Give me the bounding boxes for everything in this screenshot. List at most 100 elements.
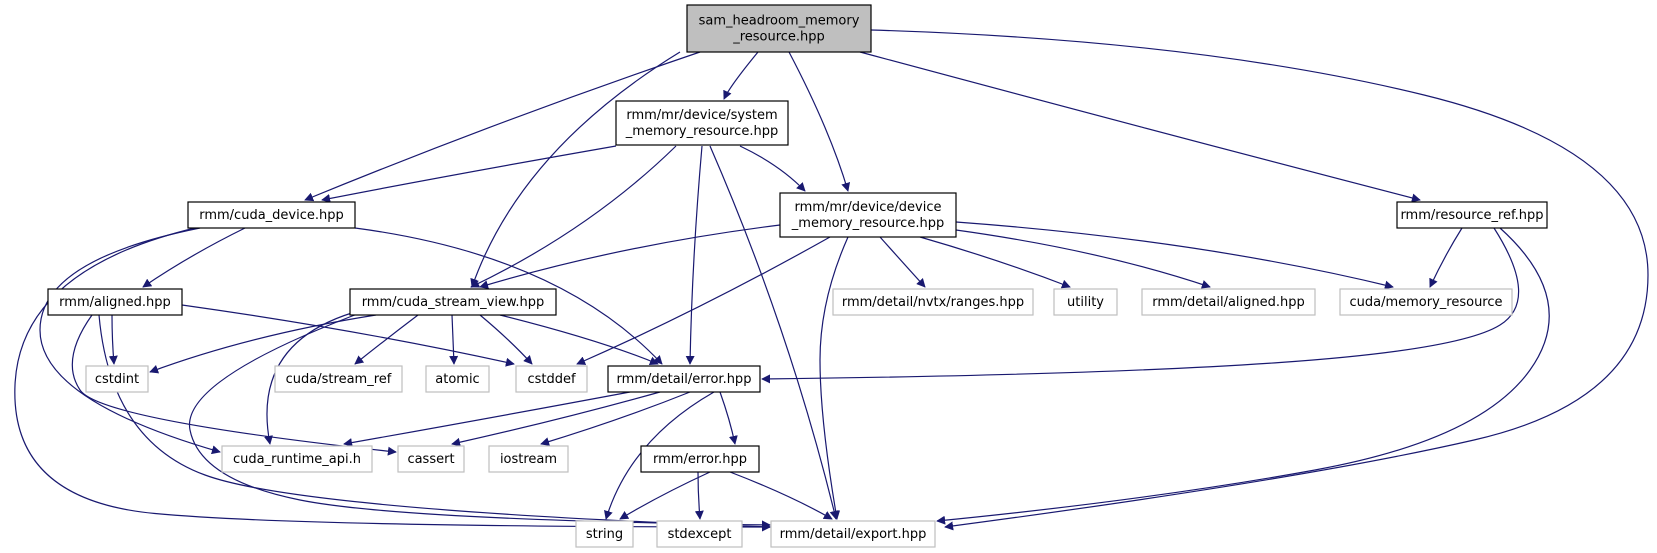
node-string-label: string xyxy=(586,527,623,542)
node-root[interactable]: sam_headroom_memory_resource.hpp xyxy=(686,4,872,53)
edge-device_mr-to-utility xyxy=(919,236,1071,289)
node-cuda_mr-label: cuda/memory_resource xyxy=(1349,295,1502,310)
node-resource_ref[interactable]: rmm/resource_ref.hpp xyxy=(1396,201,1548,229)
edge-system_mr-to-export xyxy=(709,145,839,520)
node-det_aligned-label: rmm/detail/aligned.hpp xyxy=(1152,295,1305,310)
nodes: sam_headroom_memory_resource.hpp rmm/mr/d… xyxy=(47,4,1548,548)
node-det_aligned-box xyxy=(1141,288,1316,316)
node-cuda_device-label: rmm/cuda_device.hpp xyxy=(199,208,344,223)
edge-cuda_device-to-aligned xyxy=(142,227,246,288)
node-export: rmm/detail/export.hpp xyxy=(770,520,936,548)
node-cuda_rt-box xyxy=(221,445,373,473)
node-stream_view[interactable]: rmm/cuda_stream_view.hpp xyxy=(349,288,557,316)
node-utility-label: utility xyxy=(1067,295,1104,310)
node-cuda_rt-label: cuda_runtime_api.h xyxy=(233,452,361,467)
edge-root-to-resource_ref xyxy=(859,51,1421,203)
node-string: string xyxy=(575,520,634,548)
edge-device_mr-to-stream_view xyxy=(479,224,781,289)
edge-error_det-to-iostream xyxy=(540,391,691,446)
edge-rmm_error-to-string xyxy=(619,471,711,520)
node-system_mr[interactable]: rmm/mr/device/system_memory_resource.hpp xyxy=(615,100,789,146)
node-cstdint-label: cstdint xyxy=(95,372,139,387)
node-device_mr-box xyxy=(779,192,957,238)
node-root-box xyxy=(686,4,872,53)
edge-error_det-to-cassert xyxy=(451,391,661,447)
node-stdexcept-box xyxy=(656,520,743,548)
edge-stream_view-to-cstddef xyxy=(479,314,533,365)
node-rmm_error-box xyxy=(640,445,760,473)
edge-cuda_device-to-cuda_rt xyxy=(39,227,221,455)
node-cuda_mr-box xyxy=(1339,288,1513,316)
edge-rmm_error-to-export xyxy=(729,471,833,520)
edge-device_mr-to-nvtx xyxy=(879,236,926,288)
edge-stream_view-to-cuda_rt xyxy=(264,309,363,445)
node-nvtx-box xyxy=(832,288,1034,316)
node-utility: utility xyxy=(1053,288,1118,316)
edge-error_det-to-rmm_error xyxy=(719,391,738,445)
node-resource_ref-box xyxy=(1396,201,1548,229)
node-cuda_mr: cuda/memory_resource xyxy=(1339,288,1513,316)
node-stream_ref-box xyxy=(274,365,403,393)
edge-rmm_error-to-stdexcept xyxy=(694,471,704,520)
edge-aligned-to-export xyxy=(98,314,771,532)
node-stream_ref: cuda/stream_ref xyxy=(274,365,403,393)
node-root-label: _resource.hpp xyxy=(732,30,825,45)
node-aligned-label: rmm/aligned.hpp xyxy=(59,295,171,310)
node-stdexcept-label: stdexcept xyxy=(668,527,732,542)
edge-cuda_device-to-error_det xyxy=(354,227,663,365)
edge-device_mr-to-export xyxy=(819,236,849,520)
node-aligned[interactable]: rmm/aligned.hpp xyxy=(47,288,183,316)
node-atomic: atomic xyxy=(425,365,490,393)
node-export-label: rmm/detail/export.hpp xyxy=(780,527,927,542)
node-nvtx: rmm/detail/nvtx/ranges.hpp xyxy=(832,288,1034,316)
node-atomic-box xyxy=(425,365,490,393)
node-rmm_error[interactable]: rmm/error.hpp xyxy=(640,445,760,473)
node-cstddef: cstddef xyxy=(515,365,588,393)
node-error_det[interactable]: rmm/detail/error.hpp xyxy=(607,365,761,393)
edge-resource_ref-to-export xyxy=(936,227,1550,525)
node-cstdint-box xyxy=(85,365,149,393)
edge-device_mr-to-cstddef xyxy=(576,236,831,365)
node-error_det-box xyxy=(607,365,761,393)
node-device_mr-label: _memory_resource.hpp xyxy=(791,216,944,231)
edge-stream_view-to-export xyxy=(188,309,771,530)
node-rmm_error-label: rmm/error.hpp xyxy=(653,452,747,467)
edge-device_mr-to-cuda_mr xyxy=(955,221,1394,290)
edge-stream_view-to-atomic xyxy=(449,314,459,365)
node-system_mr-label: rmm/mr/device/system xyxy=(626,108,777,123)
edge-aligned-to-cstddef xyxy=(181,304,515,367)
edge-system_mr-to-cuda_device xyxy=(321,145,617,203)
node-resource_ref-label: rmm/resource_ref.hpp xyxy=(1400,208,1543,223)
edge-root-to-cuda_device xyxy=(304,51,701,202)
edge-system_mr-to-device_mr xyxy=(739,145,806,192)
edge-root-to-export xyxy=(870,29,1649,531)
edge-stream_view-to-error_det xyxy=(499,314,659,366)
edge-aligned-to-cstdint xyxy=(108,314,118,365)
node-root-label: sam_headroom_memory xyxy=(699,14,860,29)
node-utility-box xyxy=(1053,288,1118,316)
node-cuda_device[interactable]: rmm/cuda_device.hpp xyxy=(187,201,356,229)
node-stdexcept: stdexcept xyxy=(656,520,743,548)
edge-resource_ref-to-cuda_mr xyxy=(1429,227,1463,288)
node-cstddef-box xyxy=(515,365,588,393)
node-nvtx-label: rmm/detail/nvtx/ranges.hpp xyxy=(842,295,1024,310)
node-system_mr-box xyxy=(615,100,789,146)
node-iostream: iostream xyxy=(488,445,569,473)
edge-system_mr-to-stream_view xyxy=(470,145,677,288)
node-cassert: cassert xyxy=(397,445,465,473)
edge-root-to-device_mr xyxy=(788,51,851,192)
edge-resource_ref-to-error_det xyxy=(761,227,1520,384)
node-det_aligned: rmm/detail/aligned.hpp xyxy=(1141,288,1316,316)
node-device_mr[interactable]: rmm/mr/device/device_memory_resource.hpp xyxy=(779,192,957,238)
node-string-box xyxy=(575,520,634,548)
node-error_det-label: rmm/detail/error.hpp xyxy=(617,372,752,387)
node-iostream-label: iostream xyxy=(500,452,557,467)
node-iostream-box xyxy=(488,445,569,473)
node-stream_ref-label: cuda/stream_ref xyxy=(286,372,392,387)
edge-system_mr-to-error_det xyxy=(685,145,703,365)
edge-stream_view-to-stream_ref xyxy=(354,314,419,365)
node-cassert-label: cassert xyxy=(407,452,454,467)
node-cstddef-label: cstddef xyxy=(527,372,576,387)
edges xyxy=(14,29,1649,532)
node-cuda_rt: cuda_runtime_api.h xyxy=(221,445,373,473)
